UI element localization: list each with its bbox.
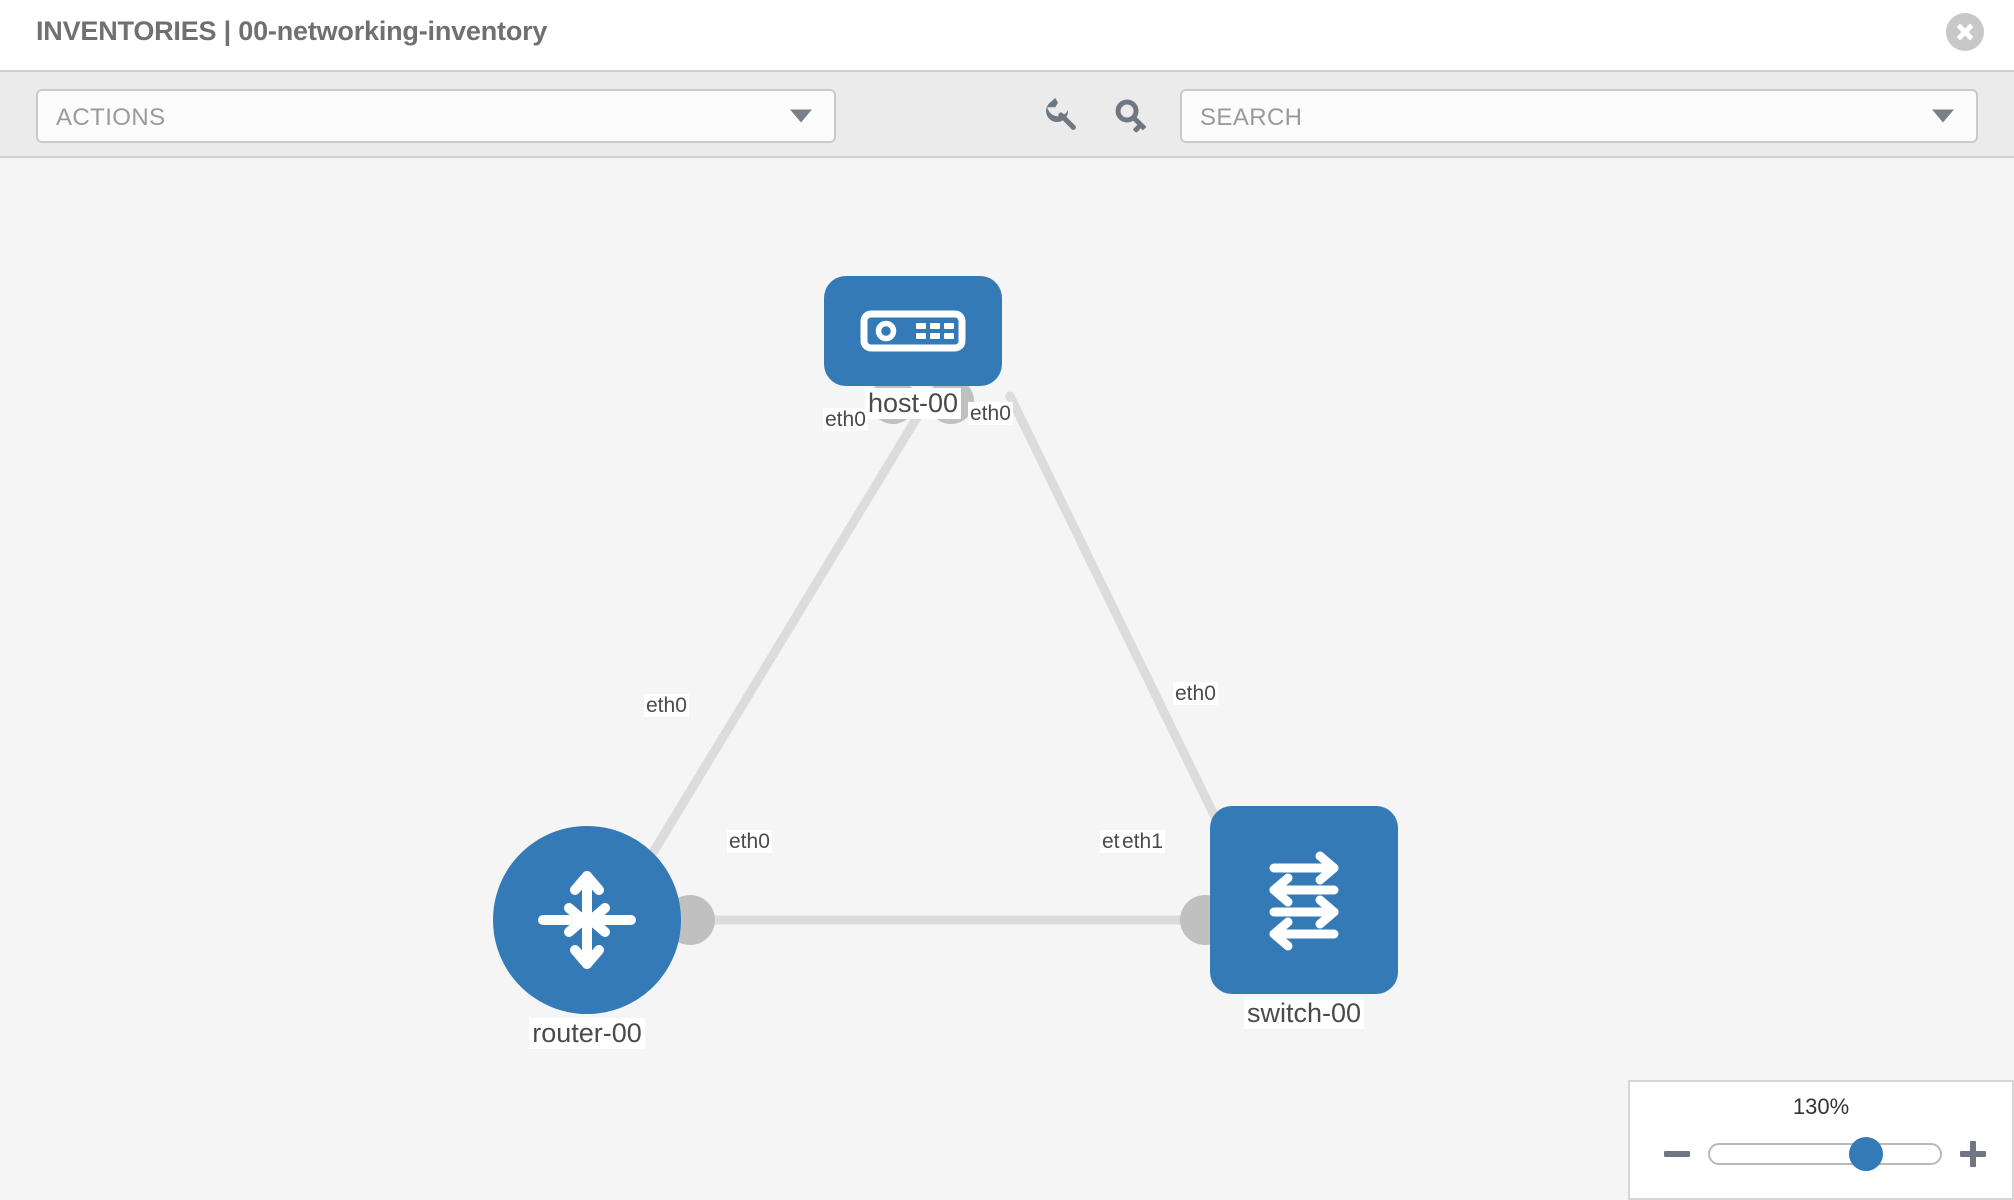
- router-node-shape[interactable]: [493, 826, 681, 1014]
- close-icon[interactable]: [1946, 13, 1984, 51]
- edge-label-router-diag-eth0: eth0: [644, 694, 689, 718]
- edge-label-switch-diag-eth0: eth0: [1173, 682, 1218, 706]
- zoom-slider[interactable]: [1708, 1137, 1942, 1171]
- zoom-out-button[interactable]: [1662, 1139, 1692, 1169]
- key-icon[interactable]: [1110, 94, 1154, 138]
- edge-label-router-bottom-eth0: eth0: [727, 830, 772, 854]
- edge-host-router: [635, 391, 935, 879]
- actions-dropdown[interactable]: ACTIONS: [36, 89, 836, 143]
- zoom-control-panel: 130%: [1628, 1080, 2014, 1200]
- zoom-in-button[interactable]: [1958, 1139, 1988, 1169]
- router-arrows-icon: [538, 871, 636, 969]
- zoom-slider-row: [1630, 1134, 2012, 1174]
- page-title: INVENTORIES | 00-networking-inventory: [36, 16, 548, 46]
- edge-label-switch-bottom-eth1: eth1: [1120, 830, 1165, 854]
- node-host-00[interactable]: host-00: [824, 276, 1002, 419]
- host-node-shape[interactable]: [824, 276, 1002, 386]
- toolbar: ACTIONS SEARCH: [0, 70, 2014, 158]
- node-switch-00[interactable]: switch-00: [1210, 806, 1398, 1029]
- edge-label-host-eth0-right: eth0: [968, 402, 1013, 426]
- wrench-icon[interactable]: [1040, 94, 1084, 138]
- search-input[interactable]: SEARCH: [1180, 89, 1978, 143]
- chevron-down-icon: [1932, 109, 1954, 123]
- edge-label-switch-bottom-eth-overlap: etl: [1100, 830, 1127, 854]
- edge-host-switch: [1005, 391, 1240, 863]
- node-label-switch-00: switch-00: [1243, 998, 1365, 1029]
- actions-dropdown-label: ACTIONS: [56, 104, 166, 131]
- switch-node-shape[interactable]: [1210, 806, 1398, 994]
- server-icon: [860, 310, 966, 352]
- switch-arrows-icon: [1269, 851, 1339, 951]
- chevron-down-icon: [790, 109, 812, 123]
- topology-graph: [635, 378, 1262, 945]
- topology-canvas[interactable]: host-00 router-00: [0, 158, 2014, 1200]
- zoom-slider-thumb[interactable]: [1849, 1137, 1884, 1171]
- page-header: INVENTORIES | 00-networking-inventory: [0, 0, 2014, 70]
- node-router-00[interactable]: router-00: [493, 826, 681, 1049]
- edge-label-host-eth0-left: eth0: [823, 408, 868, 432]
- zoom-level-value: 130%: [1792, 1094, 1850, 1119]
- node-label-router-00: router-00: [529, 1018, 645, 1049]
- search-placeholder: SEARCH: [1200, 104, 1303, 131]
- node-label-host-00: host-00: [864, 388, 962, 419]
